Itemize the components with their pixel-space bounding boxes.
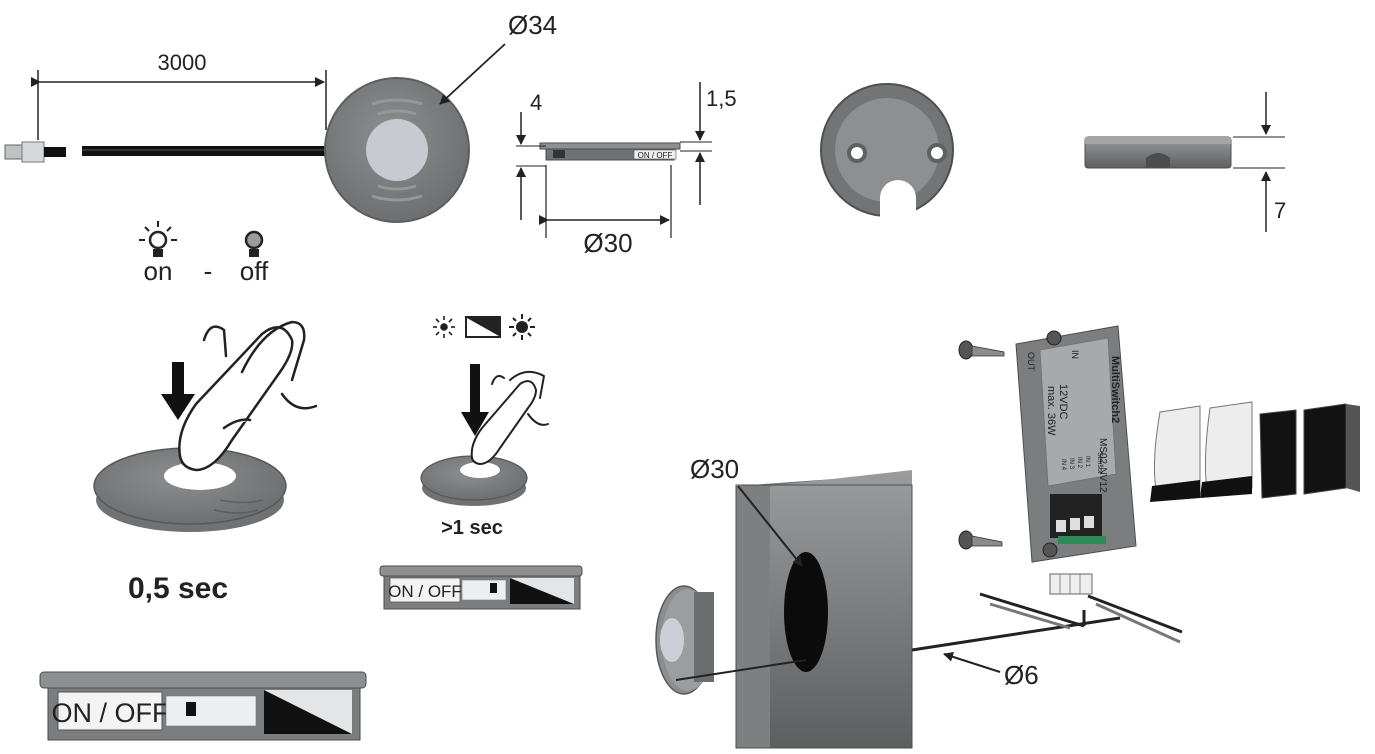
sensor-side-view: ON / OFF <box>539 142 681 161</box>
light-off-icon <box>244 230 264 257</box>
cable-length-label: 3000 <box>158 50 207 75</box>
dash-label: - <box>204 256 213 286</box>
flange-height-dimension: 1,5 <box>680 82 737 205</box>
long-press-label: >1 sec <box>441 517 503 539</box>
cable-length-dimension: 3000 <box>31 50 327 140</box>
short-press-label: 0,5 sec <box>128 572 228 605</box>
body-height-dimension: 4 <box>516 90 546 220</box>
off-label: off <box>240 256 269 286</box>
controller-voltage-label: 12VDC <box>1057 384 1069 420</box>
controller-model-label: MS02-NV12 <box>1097 438 1108 493</box>
long-press-illustration: >1 sec <box>420 364 549 539</box>
sensor-cable <box>4 141 332 163</box>
wall-panel <box>735 470 913 749</box>
body-height-label: 4 <box>530 90 542 115</box>
hole-diameter-dimension: Ø30 <box>690 454 803 567</box>
terminal-block <box>1049 573 1093 595</box>
cable-diameter-dimension: Ø6 <box>943 651 1039 690</box>
screw-icon <box>958 530 1003 550</box>
sensor-diameter-label: Ø34 <box>508 10 557 40</box>
on-off-legend: on - off <box>139 221 269 286</box>
finger-icon <box>470 370 549 465</box>
on-label: on <box>144 256 173 286</box>
side-switch-label: ON / OFF <box>638 151 673 160</box>
sensor-top-view <box>324 77 470 223</box>
adhesive-pads <box>1150 401 1360 502</box>
flange-height-label: 1,5 <box>706 86 737 111</box>
controller-in3-label: IN 3 <box>1068 458 1074 470</box>
short-press-illustration: 0,5 sec <box>93 320 318 605</box>
dim-high-icon <box>509 314 535 340</box>
mounting-ring-top <box>820 83 954 220</box>
controller-out-label: OUT <box>1026 352 1036 372</box>
body-diameter-dimension: Ø30 <box>539 165 672 258</box>
controller-in1-label: IN 1 <box>1084 456 1090 468</box>
light-on-icon <box>139 221 177 257</box>
dimming-icons <box>433 314 535 340</box>
dim-low-icon <box>433 316 455 338</box>
dim-ramp-icon <box>465 316 501 338</box>
mounting-ring-side <box>1084 136 1232 169</box>
cable-diameter-label: Ø6 <box>1004 660 1039 690</box>
finger-icon <box>178 320 318 472</box>
ring-height-dimension: 7 <box>1233 92 1286 232</box>
ring-height-label: 7 <box>1274 198 1286 223</box>
switch-small-label: ON / OFF <box>388 582 462 601</box>
controller-sensor-label: Sensor <box>1096 452 1103 475</box>
hole-diameter-label: Ø30 <box>690 454 739 484</box>
sensor-cable-route <box>911 592 1183 652</box>
controller-power-label: max. 36W <box>1045 386 1057 436</box>
controller-module: MultiSwitch2 MS02-NV12 12VDC max. 36W OU… <box>1015 325 1137 563</box>
controller-in-label: IN <box>1070 350 1080 359</box>
down-arrow-icon <box>461 364 489 436</box>
controller-in4-label: IN 4 <box>1060 459 1066 471</box>
body-diameter-label: Ø30 <box>583 228 632 258</box>
down-arrow-icon <box>161 362 195 420</box>
controller-brand-label: MultiSwitch2 <box>1109 356 1121 423</box>
sensor-diameter-dimension: Ø34 <box>439 10 557 105</box>
switch-profile-large: ON / OFF <box>39 671 367 741</box>
screw-icon <box>958 340 1005 360</box>
switch-profile-small: ON / OFF <box>379 565 583 610</box>
controller-in2-label: IN 2 <box>1076 457 1082 469</box>
switch-large-label: ON / OFF <box>52 698 169 728</box>
sensor-installed <box>655 585 807 695</box>
